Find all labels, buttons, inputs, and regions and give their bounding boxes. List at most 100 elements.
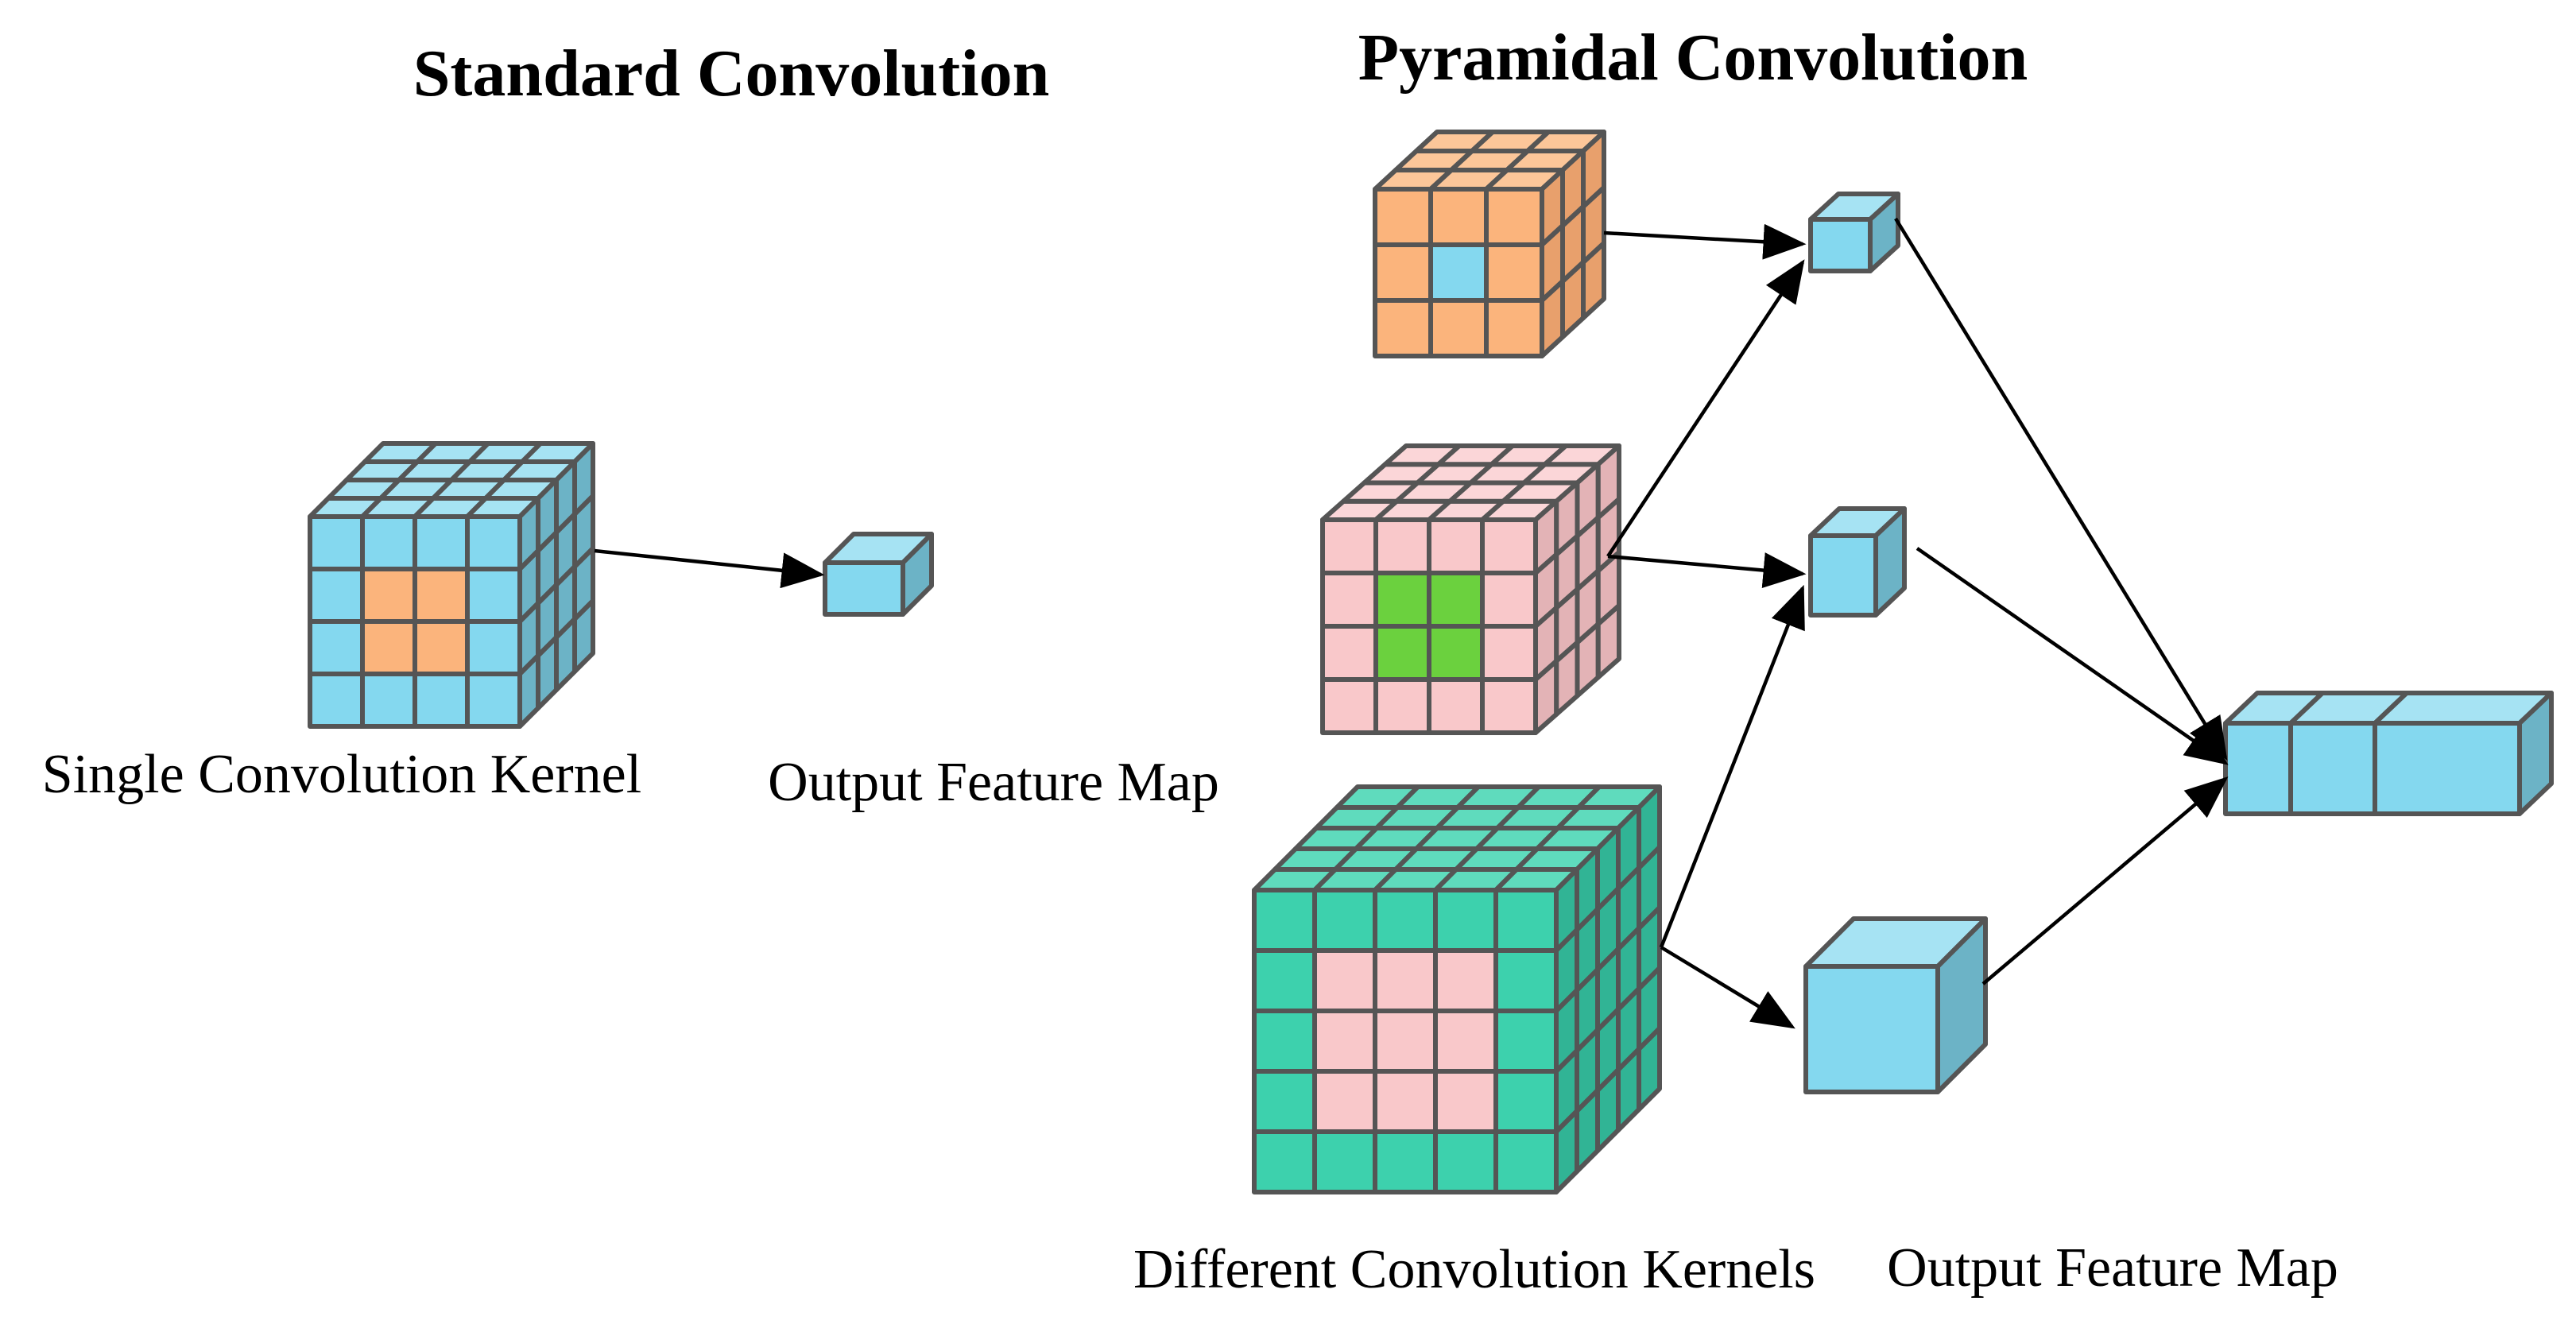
front-cell xyxy=(1312,888,1377,953)
front-cell xyxy=(465,567,522,624)
front-face xyxy=(1803,964,1940,1094)
front-cell xyxy=(1427,571,1485,629)
front-cell xyxy=(1433,888,1498,953)
front-cell xyxy=(1312,948,1377,1013)
front-cell xyxy=(1252,1129,1317,1194)
front-cell xyxy=(1480,677,1538,735)
front-cell xyxy=(1252,1009,1317,1074)
front-cell xyxy=(308,567,365,624)
arrow-output3-to-concat xyxy=(1981,776,2229,985)
front-cell xyxy=(308,672,365,729)
front-cell xyxy=(1373,677,1431,735)
front-cell xyxy=(1428,187,1489,247)
front-cell xyxy=(1433,1069,1498,1134)
front-cell xyxy=(1493,1069,1559,1134)
front-cell xyxy=(1373,1009,1438,1074)
front-cell xyxy=(465,672,522,729)
standard-convolution-title: Standard Convolution xyxy=(413,37,1050,110)
front-cell xyxy=(1373,1129,1438,1194)
front-cell xyxy=(360,567,417,624)
arrow-kernel3-to-output1 xyxy=(1603,223,1807,260)
front-cell xyxy=(1493,888,1559,953)
front-cell xyxy=(1480,517,1538,575)
front-cell xyxy=(1320,677,1378,735)
front-cell xyxy=(465,514,522,571)
side-cell xyxy=(1581,241,1606,320)
front-cell xyxy=(413,567,470,624)
front-cell xyxy=(1373,571,1431,629)
output-feature-cube-large xyxy=(1803,916,1988,1094)
front-cell xyxy=(308,514,365,571)
front-cell xyxy=(1493,1009,1559,1074)
side-cell xyxy=(572,598,595,674)
front-cell xyxy=(1373,298,1433,358)
arrow-output2-to-concat xyxy=(1916,547,2229,765)
output-feature-map-caption-left: Output Feature Map xyxy=(768,752,1219,813)
front-cell xyxy=(465,619,522,676)
front-cell xyxy=(1493,1129,1559,1194)
front-cell xyxy=(1484,298,1544,358)
single-convolution-kernel-caption: Single Convolution Kernel xyxy=(42,744,641,805)
front-cell xyxy=(1484,187,1544,247)
arrow-output1-to-concat xyxy=(1894,217,2228,761)
pyramidal-convolution-title: Pyramidal Convolution xyxy=(1358,21,2028,95)
output-feature-cube-small-2 xyxy=(1808,506,1907,618)
front-cell xyxy=(1433,948,1498,1013)
front-cell xyxy=(413,619,470,676)
output-feature-map-caption-right: Output Feature Map xyxy=(1887,1237,2338,1299)
front-cell xyxy=(360,514,417,571)
front-cell xyxy=(1493,948,1559,1013)
front-cell xyxy=(1428,298,1489,358)
front-cell xyxy=(1252,888,1317,953)
arrow-standard-to-output xyxy=(594,548,825,589)
side-cell xyxy=(1595,603,1621,680)
front-face xyxy=(823,560,905,617)
front-cell xyxy=(1373,1069,1438,1134)
arrow-kernel5-to-output1 xyxy=(1606,259,1805,558)
front-cell xyxy=(413,514,470,571)
front-cell xyxy=(1433,1009,1498,1074)
concatenated-output-block xyxy=(2223,691,2554,816)
front-cell xyxy=(308,619,365,676)
front-cell xyxy=(1427,677,1485,735)
side-cell xyxy=(1637,1026,1662,1112)
front-cell xyxy=(360,672,417,729)
front-cell xyxy=(1433,1129,1498,1194)
front-cell xyxy=(1373,888,1438,953)
front-cell xyxy=(1320,517,1378,575)
concat-front-segment-1 xyxy=(2223,721,2293,816)
front-cell xyxy=(1312,1129,1377,1194)
front-cell xyxy=(360,619,417,676)
output-feature-cube-left xyxy=(823,532,934,617)
front-cell xyxy=(1373,517,1431,575)
single-convolution-kernel-cube xyxy=(308,441,595,729)
front-cell xyxy=(1373,948,1438,1013)
kernel-7x7-teal-cube xyxy=(1252,784,1662,1194)
front-cell xyxy=(1480,624,1538,682)
front-face xyxy=(1808,217,1873,273)
front-cell xyxy=(1320,571,1378,629)
concat-front-segment-3 xyxy=(2373,721,2522,816)
arrow-kernel7-to-output2 xyxy=(1659,584,1805,948)
front-cell xyxy=(1427,517,1485,575)
front-cell xyxy=(1373,242,1433,303)
front-cell xyxy=(1320,624,1378,682)
front-cell xyxy=(1373,187,1433,247)
front-cell xyxy=(413,672,470,729)
front-cell xyxy=(1312,1009,1377,1074)
front-cell xyxy=(1312,1069,1377,1134)
output-feature-cube-small-1 xyxy=(1808,192,1900,273)
kernel-3x3-orange-cube xyxy=(1373,130,1606,358)
concat-front-segment-2 xyxy=(2288,721,2377,816)
front-cell xyxy=(1428,242,1489,303)
front-cell xyxy=(1480,571,1538,629)
different-convolution-kernels-caption: Different Convolution Kernels xyxy=(1133,1239,1815,1300)
front-cell xyxy=(1373,624,1431,682)
arrow-kernel5-to-output2 xyxy=(1607,552,1807,588)
front-cell xyxy=(1427,624,1485,682)
front-cell xyxy=(1484,242,1544,303)
front-cell xyxy=(1252,948,1317,1013)
front-face xyxy=(1808,533,1878,618)
